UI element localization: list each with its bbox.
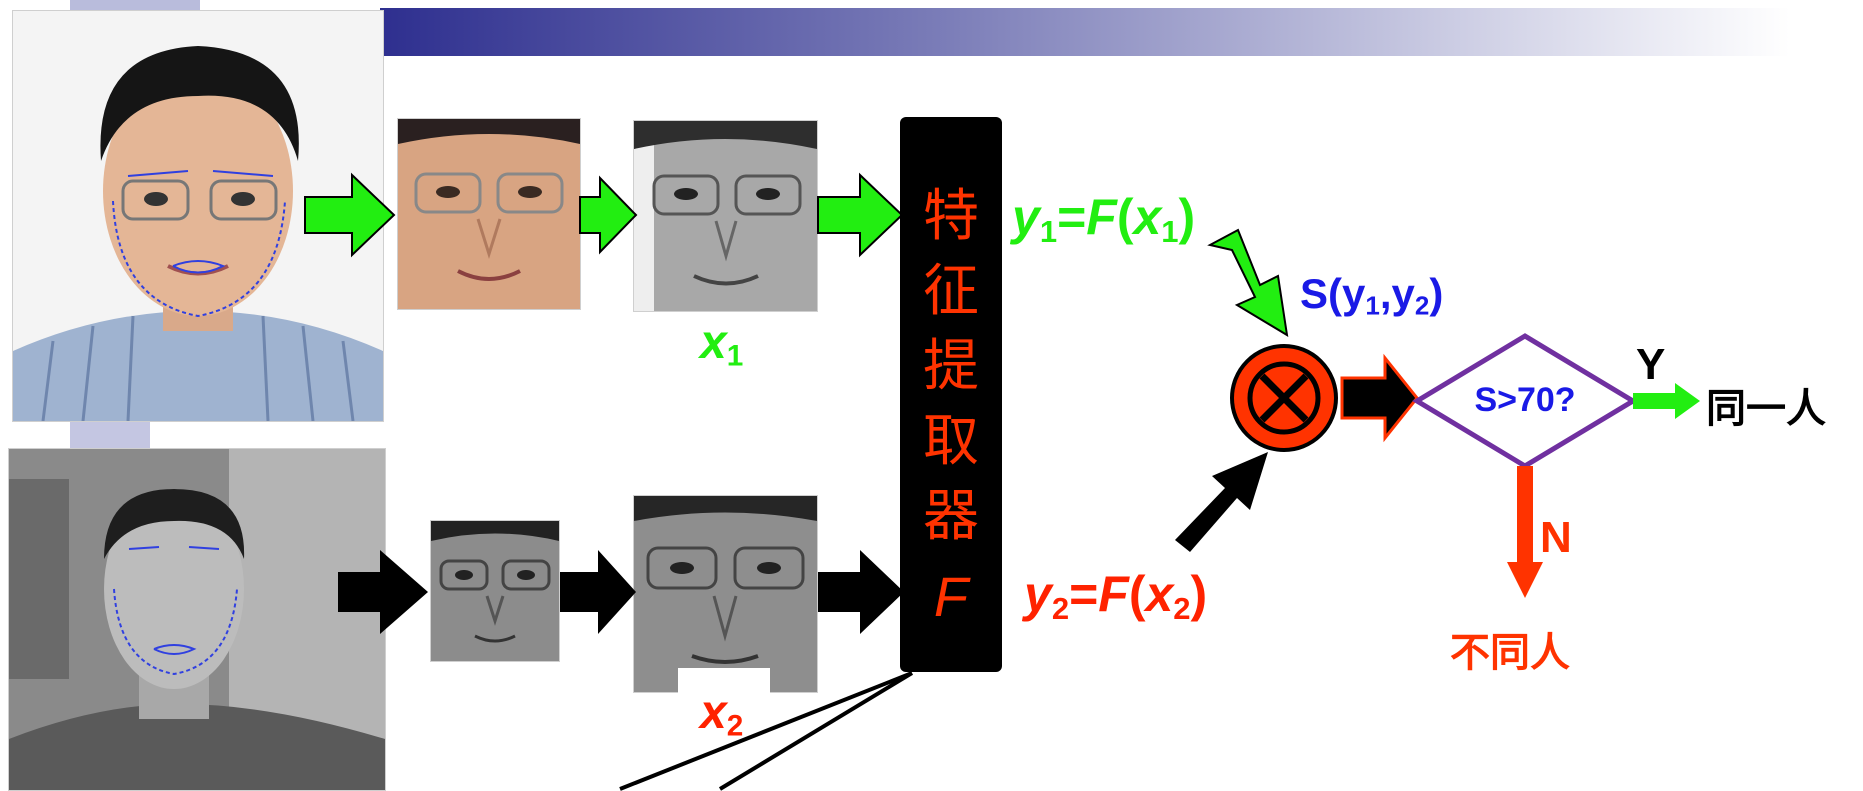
arrow-yes <box>1633 383 1700 419</box>
extractor-char-2: 征 <box>923 259 979 324</box>
arrow-black-1 <box>338 550 428 634</box>
label-x2: x2 <box>700 685 743 743</box>
x1-sub: 1 <box>726 339 744 373</box>
eq-y1-sub: 1 <box>1039 213 1058 249</box>
label-backdrop <box>678 668 770 702</box>
decision-text: S>70? <box>1474 381 1576 419</box>
title-banner <box>380 8 1790 56</box>
eq-y1-eq: = <box>1057 189 1087 245</box>
eq-y1-argsub: 1 <box>1161 213 1179 249</box>
label-x1: x1 <box>700 315 743 373</box>
eq-y1-rp: ) <box>1178 189 1196 245</box>
sim-sub-2: 2 <box>1414 290 1430 321</box>
combiner-icon <box>1230 344 1338 452</box>
eq-y2-argsub: 2 <box>1173 590 1191 626</box>
x2-var: x <box>700 686 727 739</box>
sim-sub-1: 1 <box>1365 290 1380 321</box>
arrow-black-diag <box>1175 452 1268 552</box>
face-photo-2 <box>8 448 386 791</box>
arrow-black-decision <box>1340 353 1419 443</box>
equation-y1: y1=F(x1) <box>1012 188 1195 250</box>
arrow-black-3 <box>818 550 904 634</box>
eq-y2-eq: = <box>1069 566 1099 622</box>
extractor-char-1: 特 <box>923 184 979 249</box>
result-same-person: 同一人 <box>1706 386 1826 432</box>
similarity-label: S(y1,y2) <box>1300 270 1443 322</box>
side-block <box>70 420 150 450</box>
sim-tail: ) <box>1429 270 1444 317</box>
face-photo-1 <box>12 10 384 422</box>
decision-yes-label: Y <box>1636 340 1666 389</box>
extractor-char-4: 取 <box>923 409 979 474</box>
arrow-no <box>1507 466 1543 598</box>
arrow-green-3 <box>817 172 904 258</box>
x2-sub: 2 <box>726 709 744 743</box>
sim-comma: ,y <box>1379 270 1415 317</box>
eq-y2-arg: x <box>1145 566 1174 622</box>
arrow-green-diag <box>1207 228 1289 337</box>
extractor-char-5: 器 <box>923 484 979 549</box>
arrow-green-1 <box>304 172 396 258</box>
eq-y1-func: F <box>1086 189 1117 245</box>
eq-y1-lp: ( <box>1116 189 1134 245</box>
feature-extractor-box: 特 征 提 取 器 F <box>900 117 1002 672</box>
eq-y1-var: y <box>1012 189 1040 245</box>
pointer-line-1 <box>619 671 913 791</box>
gray-face-2 <box>633 495 818 693</box>
extractor-char-3: 提 <box>923 334 979 399</box>
aligned-face-2 <box>430 520 560 662</box>
pointer-line-2 <box>718 671 914 791</box>
equation-y2: y2=F(x2) <box>1024 565 1207 627</box>
eq-y2-rp: ) <box>1190 566 1208 622</box>
x1-var: x <box>700 316 727 369</box>
sim-head: S(y <box>1300 270 1366 317</box>
arrow-black-2 <box>560 550 636 634</box>
eq-y2-var: y <box>1024 566 1052 622</box>
arrow-green-2 <box>579 175 638 255</box>
eq-y2-func: F <box>1098 566 1129 622</box>
eq-y2-sub: 2 <box>1051 590 1070 626</box>
decision-no-label: N <box>1540 513 1572 562</box>
extractor-symbol: F <box>933 565 969 628</box>
aligned-face-1 <box>397 118 581 310</box>
result-different-person: 不同人 <box>1450 630 1570 676</box>
eq-y1-arg: x <box>1133 189 1162 245</box>
eq-y2-lp: ( <box>1128 566 1146 622</box>
